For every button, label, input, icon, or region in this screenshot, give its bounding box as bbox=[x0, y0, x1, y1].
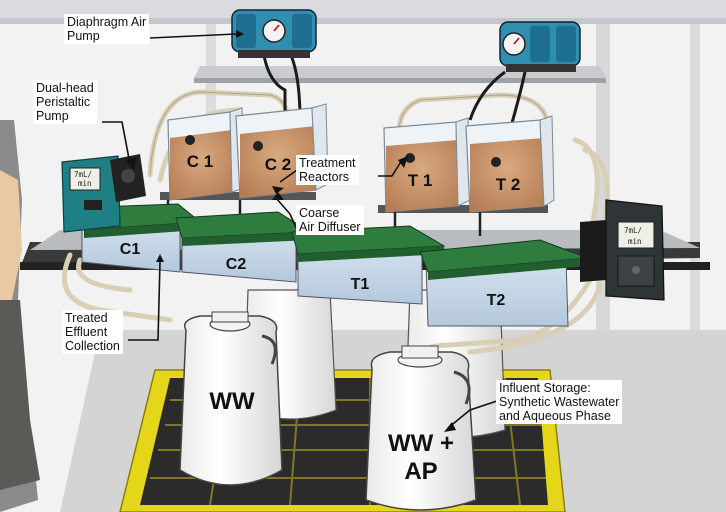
tub-c2 bbox=[175, 211, 312, 283]
reactor-label-c2: C 2 bbox=[265, 155, 291, 174]
label-diaphragm-air-pump: Diaphragm Air Pump bbox=[64, 14, 150, 44]
reactor-label-t2: T 2 bbox=[496, 175, 521, 194]
pump-display-bottom: min bbox=[628, 237, 642, 246]
peristaltic-pump-right: 7mL/ min bbox=[580, 199, 665, 301]
label-coarse-air-diffuser: Coarse Air Diffuser bbox=[296, 205, 364, 235]
reactor-t1 bbox=[383, 117, 471, 213]
tub-label-c1: C1 bbox=[120, 241, 141, 258]
pump-display-top: 7mL/ bbox=[624, 226, 642, 235]
jug-ww-ap bbox=[365, 345, 477, 511]
label-treated-effluent-collection: Treated Effluent Collection bbox=[62, 310, 123, 354]
label-peristaltic-pump: Dual-head Peristaltic Pump bbox=[33, 80, 97, 124]
jug-ww bbox=[179, 311, 283, 486]
pump-display-bottom: min bbox=[78, 179, 92, 188]
reactor-label-c1: C 1 bbox=[187, 152, 213, 171]
tub-label-c2: C2 bbox=[226, 256, 247, 273]
pump-display bbox=[617, 221, 655, 249]
reactor-stands bbox=[160, 192, 548, 213]
reactor-t2 bbox=[465, 115, 555, 213]
reactor-label-t1: T 1 bbox=[408, 171, 433, 190]
jug-label-ww-ap: WW + AP bbox=[388, 430, 454, 485]
peristaltic-pump-left: 7mL/ min bbox=[61, 154, 146, 233]
air-pump-left bbox=[231, 9, 317, 58]
tub-t2 bbox=[419, 239, 589, 327]
pump-display-top: 7mL/ bbox=[74, 170, 92, 179]
label-influent-storage: Influent Storage: Synthetic Wastewater a… bbox=[496, 380, 623, 424]
tub-label-t1: T1 bbox=[351, 276, 370, 293]
pump-display bbox=[69, 167, 101, 191]
tub-label-t2: T2 bbox=[487, 292, 506, 309]
label-treatment-reactors: Treatment Reactors bbox=[296, 155, 359, 185]
jug-label-ww: WW bbox=[209, 388, 255, 415]
air-pump-right bbox=[499, 21, 581, 72]
